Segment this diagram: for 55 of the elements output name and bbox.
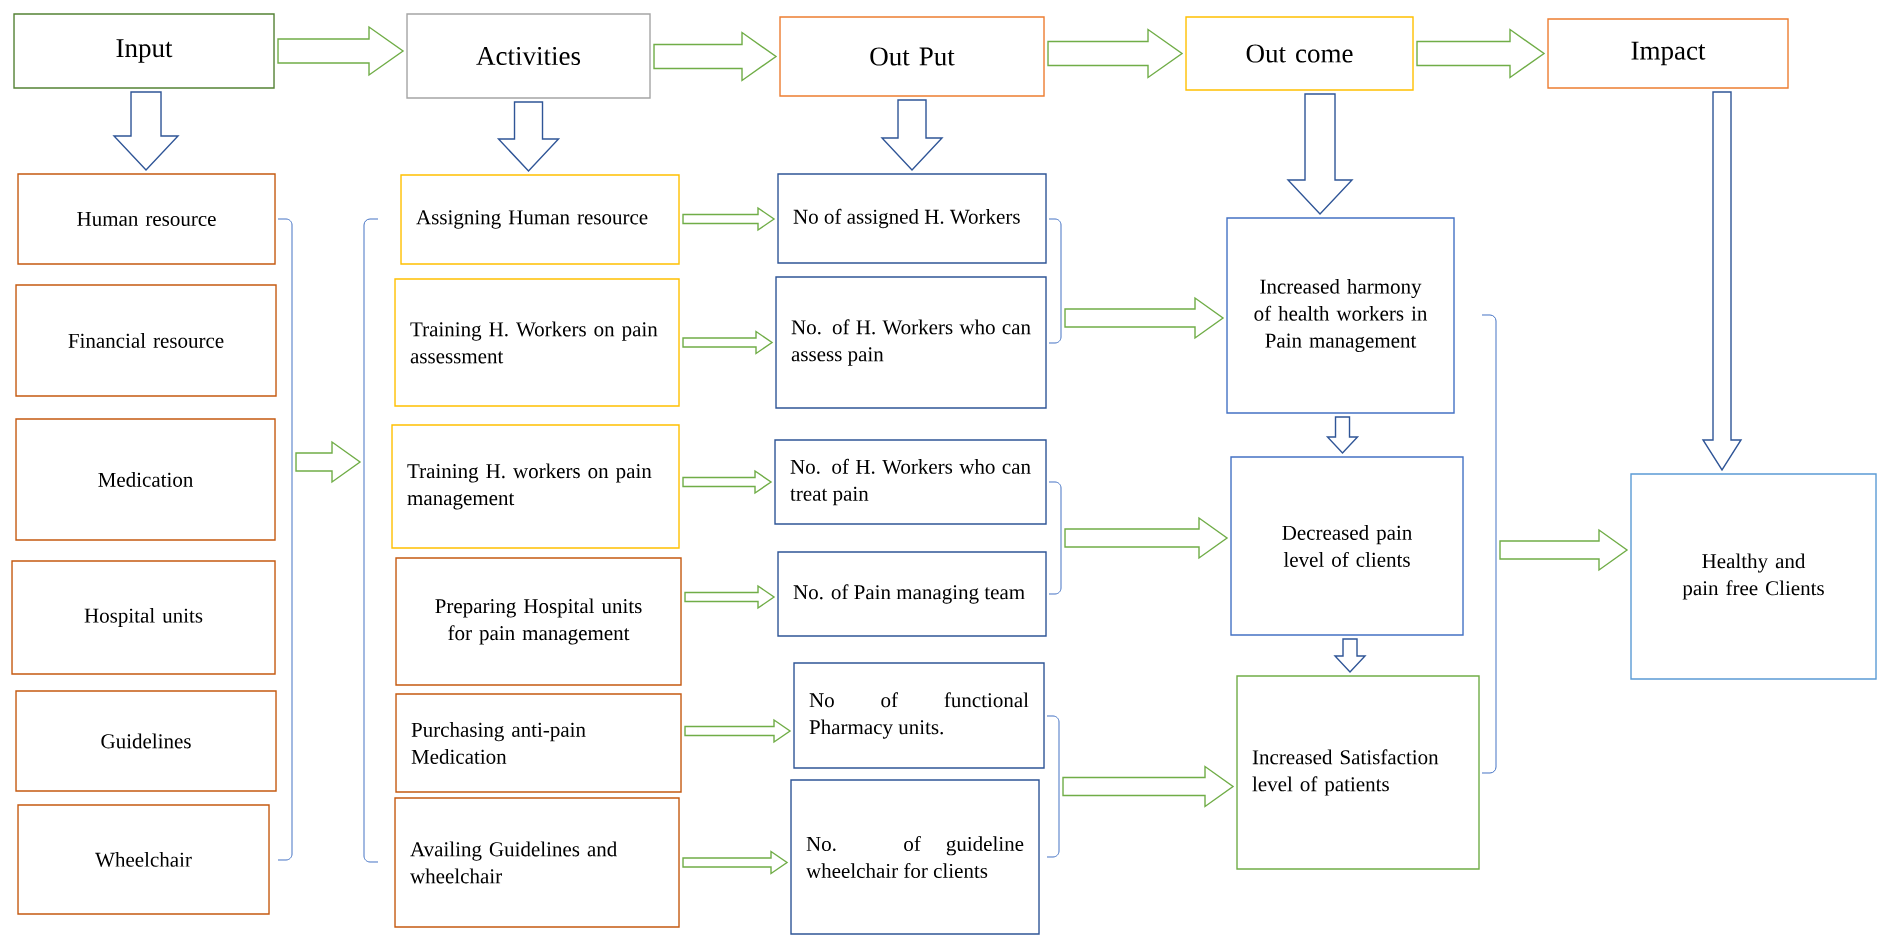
stage-box: Activities [406,13,651,99]
input-box: Hospital units [11,560,276,675]
bracket [1046,715,1060,858]
block-arrow [1499,528,1629,572]
block-arrow [496,101,561,173]
input-box: Wheelchair [17,804,270,915]
block-arrow [1333,638,1367,674]
activity-box: Training H. Workers on pain assessment [394,278,680,407]
output-box: No. of H. Workers who can treat pain [774,439,1047,525]
bracket [1481,314,1497,774]
activity-box: Purchasing anti-pain Medication [395,693,682,793]
block-arrow [1416,28,1546,79]
block-arrow [295,440,362,484]
block-arrow [277,25,405,77]
input-box: Guidelines [15,690,277,792]
block-arrow [112,91,180,172]
bracket [1048,481,1062,595]
stage-box: Input [13,13,275,89]
bracket [1048,218,1062,344]
impact-box: Healthy and pain free Clients [1630,473,1877,680]
activity-box: Assigning Human resource [400,174,680,265]
input-box: Human resource [17,173,276,265]
input-box: Financial resource [15,284,277,397]
block-arrow [684,718,792,744]
block-arrow [1064,516,1229,560]
block-arrow [1701,91,1743,472]
block-arrow [682,469,773,495]
outcome-box: Increased Satisfaction level of patients [1236,675,1480,870]
bracket [363,218,379,863]
outcome-box: Decreased pain level of clients [1230,456,1464,636]
block-arrow [682,850,789,875]
block-arrow [1062,765,1235,808]
output-box: No. of Pain managing team [777,551,1047,637]
activity-box: Availing Guidelines and wheelchair [394,797,680,928]
block-arrow [682,330,774,355]
block-arrow [682,206,776,232]
block-arrow [880,99,944,172]
block-arrow [653,31,778,82]
block-arrow [684,584,776,610]
bracket [277,218,293,861]
stage-box: Impact [1547,18,1789,89]
block-arrow [1047,28,1184,79]
output-box: No of assigned H. Workers [777,173,1047,264]
output-box: No of functional Pharmacy units. [793,662,1045,769]
activity-box: Preparing Hospital units for pain management [395,557,682,686]
outcome-box: Increased harmony of health workers in Pain management [1226,217,1455,414]
block-arrow [1064,296,1225,340]
output-box: No. of H. Workers who can assess pain [775,276,1047,409]
input-box: Medication [15,418,276,541]
stage-box: Out come [1185,16,1414,91]
block-arrow [1325,416,1360,455]
activity-box: Training H. workers on pain management [391,424,680,549]
stage-box: Out Put [779,16,1045,97]
output-box: No. of guideline wheelchair for clients [790,779,1040,935]
block-arrow [1286,93,1354,216]
